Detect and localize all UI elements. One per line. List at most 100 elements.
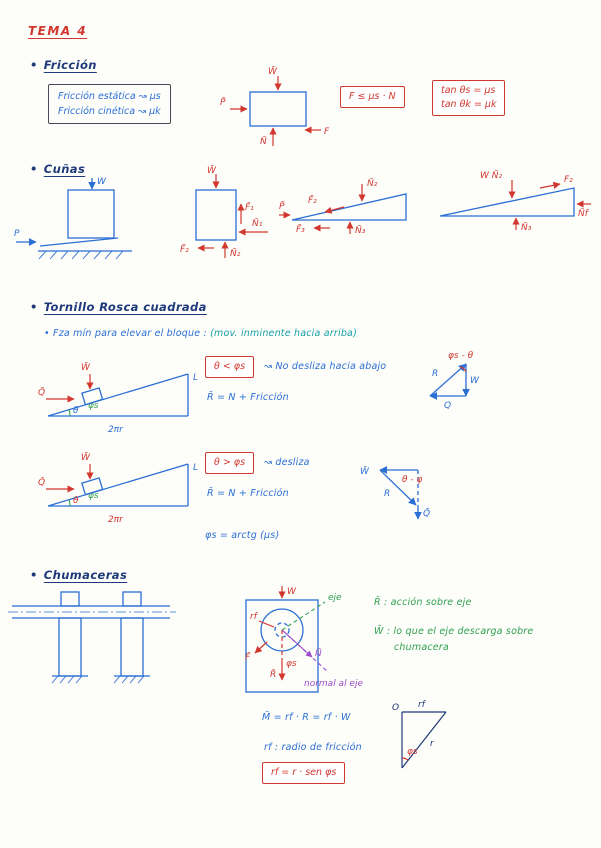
tan-kinetic-line: tan θk = μk [441, 98, 497, 110]
bullet-icon: • [30, 58, 38, 72]
page-title-text: TEMA 4 [28, 24, 88, 38]
label-block-weight: W [97, 177, 107, 187]
friction-law-formula: F ≤ μs · N [349, 91, 396, 102]
label-resultant: R [432, 369, 438, 379]
label-push: P̄ [279, 200, 285, 212]
tornillo-subheading: • Fza mín para elevar el bloque : (mov. … [44, 328, 357, 339]
label-weight: W̄ [360, 465, 370, 477]
label-q-force: Q̄ [38, 476, 45, 488]
incline-hypotenuse [47, 373, 189, 417]
label-resultant: R [384, 489, 390, 499]
section-chumaceras-heading: •Chumaceras [30, 568, 127, 582]
block-free-body-diagram: W̄ F̄₁ N̄₁ F̄₂ N̄₂ [180, 164, 268, 259]
bullet-icon: • [30, 162, 38, 176]
label-reaction: R̄ [270, 668, 276, 680]
friction-law-box: F ≤ μs · N [340, 86, 405, 108]
case2-condition-box: θ > φs [205, 452, 255, 474]
label-q-force: Q [444, 401, 451, 411]
section-friccion-title: Fricción [43, 58, 97, 72]
label-normal-force: N̄ [315, 647, 322, 659]
incline-diagram-2: θ φs W̄ Q̄ L 2πr [38, 451, 198, 525]
label-ground-normal: N̄₃ [521, 221, 532, 233]
friction-static-line: Fricción estática ↝ μs [58, 91, 161, 102]
tornillo-sub-paren: (mov. inminente hacia arriba) [210, 328, 357, 339]
friction-radius-triangle: O rf r φs [392, 700, 447, 769]
tornillo-sub-text: Fza mín para elevar el bloque : [53, 328, 207, 339]
label-top-normal: N̄₂ [367, 177, 378, 189]
label-weight: W̄ [81, 451, 91, 463]
friction-definition-box: Fricción estática ↝ μs Fricción cinética… [48, 84, 171, 125]
wedge-outline [291, 193, 407, 221]
label-phi: φs [88, 401, 99, 411]
bearing-note-2: W̄ : lo que el eje descarga sobre [374, 626, 534, 637]
label-wedge-push: P [14, 229, 20, 239]
right-support [113, 591, 150, 684]
case1-note: ↝ No desliza hacia abajo [264, 361, 387, 372]
label-wall-friction: F̄₁ [245, 201, 254, 213]
label-wall-normal: N̄₁ [252, 217, 263, 229]
label-normal-force: N̄ [260, 135, 267, 147]
block-on-incline [81, 477, 104, 496]
label-phi-angle: φs [407, 747, 418, 757]
friction-free-body-diagram: W̄ P̄ F N̄ [220, 65, 330, 147]
tan-static-line: tan θs = μs [441, 85, 496, 96]
bullet-icon: • [30, 568, 38, 582]
label-phi: φs [88, 491, 99, 501]
label-axis: eje [328, 593, 342, 603]
label-lead: L [193, 463, 198, 473]
label-angle: φs - θ [448, 351, 474, 361]
theta-angle-arc [68, 409, 71, 417]
incline-diagram-1: θ φs W̄ Q̄ L 2πr [38, 361, 198, 435]
radius-hypotenuse [401, 711, 447, 769]
friction-radius-formula: rf = r · sen φs [271, 767, 337, 778]
phi-equation: φs = arctg (μs) [205, 530, 280, 541]
label-wedge-normal: N̄₂ [230, 247, 241, 259]
label-theta: θ [73, 496, 79, 506]
label-push-force: P̄ [220, 96, 226, 108]
bearing-note-1: R̄ : acción sobre eje [374, 597, 472, 608]
label-weight: W̄ [81, 361, 91, 373]
journal-bearing-diagram: W eje normal al eje N̄ R̄ F̄ rf φs [245, 586, 363, 693]
case2-condition: θ > φs [214, 457, 246, 468]
moment-equation: M̄ = rf · R = rf · W [262, 712, 351, 723]
block-outline [249, 91, 307, 127]
wedge-setup-diagram: W P [14, 177, 132, 260]
label-ground-friction: F̄₃ [296, 223, 305, 235]
axis-line [281, 601, 326, 631]
label-friction-radius: rf [250, 612, 259, 622]
block-on-incline [81, 387, 104, 406]
left-support [51, 591, 88, 684]
label-wedge-friction: F̄₂ [180, 243, 189, 255]
label-q-force: Q̄ [38, 386, 45, 398]
label-weight: W̄ [268, 65, 278, 77]
label-circumference: 2πr [108, 515, 124, 525]
block-outline [67, 189, 115, 239]
wedge-free-body-diagram: P̄ F̄₂ N̄₂ F̄₃ N̄₃ [279, 177, 407, 236]
block-outline [195, 189, 237, 241]
shaft-supports-diagram [8, 591, 176, 684]
friction-angle-box: tan θs = μs tan θk = μk [432, 80, 506, 116]
label-friction: F₂ [564, 175, 573, 185]
label-angle: θ - φ [402, 475, 422, 485]
wedge-edge [39, 237, 119, 247]
label-weight: W [470, 376, 480, 386]
theta-angle-arc [68, 499, 71, 507]
label-weight-plus-normal: W N̄₂ [480, 169, 502, 181]
ground-hatching [38, 250, 124, 260]
label-friction-force: F [324, 127, 330, 137]
label-origin: O [392, 703, 399, 713]
label-lead: L [193, 373, 198, 383]
case1-condition-box: θ < φs [205, 356, 255, 378]
label-ground-normal: N̄₃ [355, 224, 366, 236]
case1-reaction-eq: R̄ = N + Fricción [207, 392, 289, 403]
friction-radius-definition: rf : radio de fricción [264, 742, 362, 753]
label-circumference: 2πr [108, 425, 124, 435]
case2-note: ↝ desliza [264, 457, 310, 468]
label-phi-angle: φs [286, 659, 297, 669]
label-load: W [287, 587, 297, 597]
bearing-housing [245, 599, 319, 693]
incline-hypotenuse [47, 463, 189, 507]
label-normal-to-axis: normal al eje [304, 679, 363, 689]
bullet-icon: • [30, 300, 38, 314]
